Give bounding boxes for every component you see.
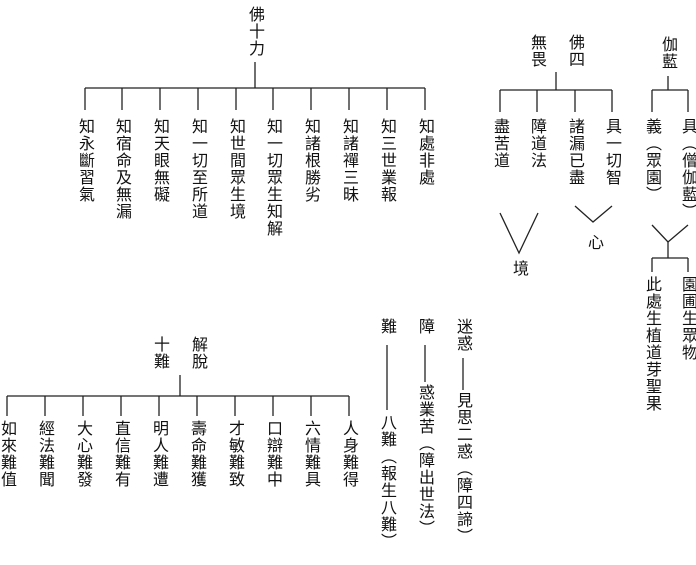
ten-difficulties-item: 才敏難致 (226, 420, 245, 488)
sangharama-meaning-b: 義（眾園） (643, 118, 662, 203)
ten-difficulties-item: 壽命難獲 (188, 420, 207, 488)
ten-difficulties-title-a: 解脫 (189, 336, 208, 370)
ten-difficulties-item: 大心難發 (74, 420, 93, 488)
ten-powers-item: 知處非處 (416, 118, 435, 186)
sangharama-explanation-b: 此處生植道芽聖果 (643, 276, 662, 412)
four-fearlessness-mind: 心 (585, 234, 604, 251)
ten-difficulties-item: 明人難遭 (150, 420, 169, 488)
four-fearlessness-item: 具一切智 (603, 118, 622, 186)
four-fearlessness-title-b: 無畏 (528, 34, 547, 68)
obstacle-zhang-text: 惑業苦（障出世法） (416, 384, 435, 537)
sangharama-explanation-a: 園圃生眾物 (679, 276, 696, 361)
ten-difficulties-item: 如來難值 (0, 420, 17, 488)
obstacle-nan-text: 八難（報生八難） (378, 414, 397, 550)
obstacle-nan-label: 難 (378, 318, 397, 335)
ten-powers-item: 知永斷習氣 (76, 118, 95, 203)
four-fearlessness-realm: 境 (510, 260, 529, 277)
ten-difficulties-item: 六情難具 (302, 420, 321, 488)
ten-difficulties-title-b: 十難 (151, 336, 170, 370)
ten-powers-item: 知世間眾生境 (227, 118, 246, 220)
ten-powers-item: 知天眼無礙 (151, 118, 170, 203)
ten-powers-title: 佛十力 (246, 6, 265, 57)
ten-powers-item: 知三世業報 (378, 118, 397, 203)
four-fearlessness-title-a: 佛四 (566, 34, 585, 68)
sangharama-meaning-a: 具（僧伽藍） (679, 118, 696, 220)
obstacle-zhang-label: 障 (416, 318, 435, 335)
four-fearlessness-item: 盡苦道 (491, 118, 510, 169)
ten-powers-item: 知一切眾生知解 (264, 118, 283, 237)
obstacle-mi-label: 迷惑 (454, 318, 473, 352)
ten-difficulties-item: 口辯難中 (264, 420, 283, 488)
sangharama-title: 伽藍 (659, 36, 678, 70)
ten-powers-item: 知一切至所道 (189, 118, 208, 220)
ten-difficulties-item: 人身難得 (340, 420, 359, 488)
ten-powers-item: 知諸根勝劣 (302, 118, 321, 203)
ten-difficulties-item: 直信難有 (112, 420, 131, 488)
ten-powers-item: 知諸禪三昧 (340, 118, 359, 203)
four-fearlessness-item: 障道法 (528, 118, 547, 169)
ten-difficulties-item: 經法難聞 (36, 420, 55, 488)
obstacle-mi-text: 見思二惑（障四諦） (454, 392, 473, 545)
ten-powers-item: 知宿命及無漏 (113, 118, 132, 220)
four-fearlessness-item: 諸漏已盡 (566, 118, 585, 186)
